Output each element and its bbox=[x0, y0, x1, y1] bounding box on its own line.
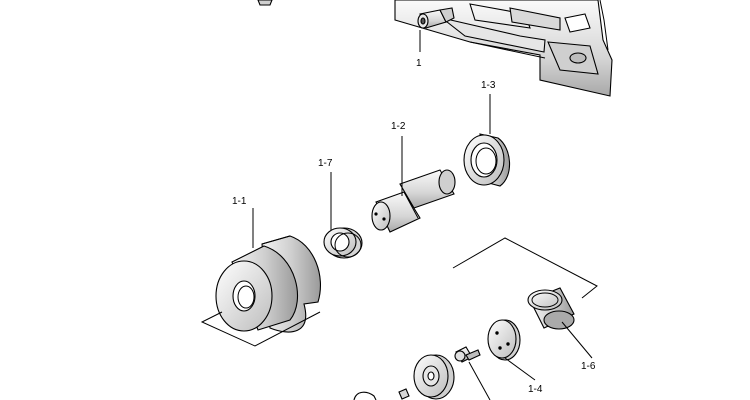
roller-body-part-1-1 bbox=[215, 235, 322, 333]
shaft-hole-b bbox=[382, 217, 386, 221]
frame-assembly bbox=[394, 0, 613, 97]
nut-fragment bbox=[257, 0, 273, 6]
small-pin bbox=[398, 388, 410, 400]
part-label-1-3: 1-3 bbox=[481, 80, 496, 91]
socket-bolt bbox=[454, 346, 481, 363]
o-ring-fragment bbox=[353, 391, 377, 400]
grease-nipple-part-1 bbox=[417, 7, 455, 29]
seal-ring-part-1-7 bbox=[323, 227, 363, 259]
plate-hole-a bbox=[495, 331, 499, 335]
shaft-part-1-2 bbox=[371, 169, 456, 233]
leader-line-1-4 bbox=[504, 357, 536, 381]
part-label-1: 1 bbox=[416, 58, 422, 69]
leader-line-1-6 bbox=[561, 321, 593, 359]
bushing-part-1-3 bbox=[463, 133, 511, 187]
part-label-1-2: 1-2 bbox=[391, 121, 406, 132]
shaft-hole-a bbox=[374, 212, 378, 216]
sleeve-part-1-6 bbox=[527, 287, 575, 330]
part-label-1-7: 1-7 bbox=[318, 158, 333, 169]
flanged-hub bbox=[413, 354, 455, 400]
bracket-line-left bbox=[200, 311, 321, 347]
part-label-1-6: 1-6 bbox=[581, 361, 596, 372]
bolt-leader-line bbox=[468, 361, 491, 400]
bracket-line-right bbox=[452, 237, 598, 299]
cover-plate-part-1-4 bbox=[487, 319, 521, 361]
part-label-1-1: 1-1 bbox=[232, 196, 247, 207]
plate-hole-b bbox=[506, 342, 510, 346]
part-label-1-4: 1-4 bbox=[528, 384, 543, 395]
plate-hole-c bbox=[498, 346, 502, 350]
